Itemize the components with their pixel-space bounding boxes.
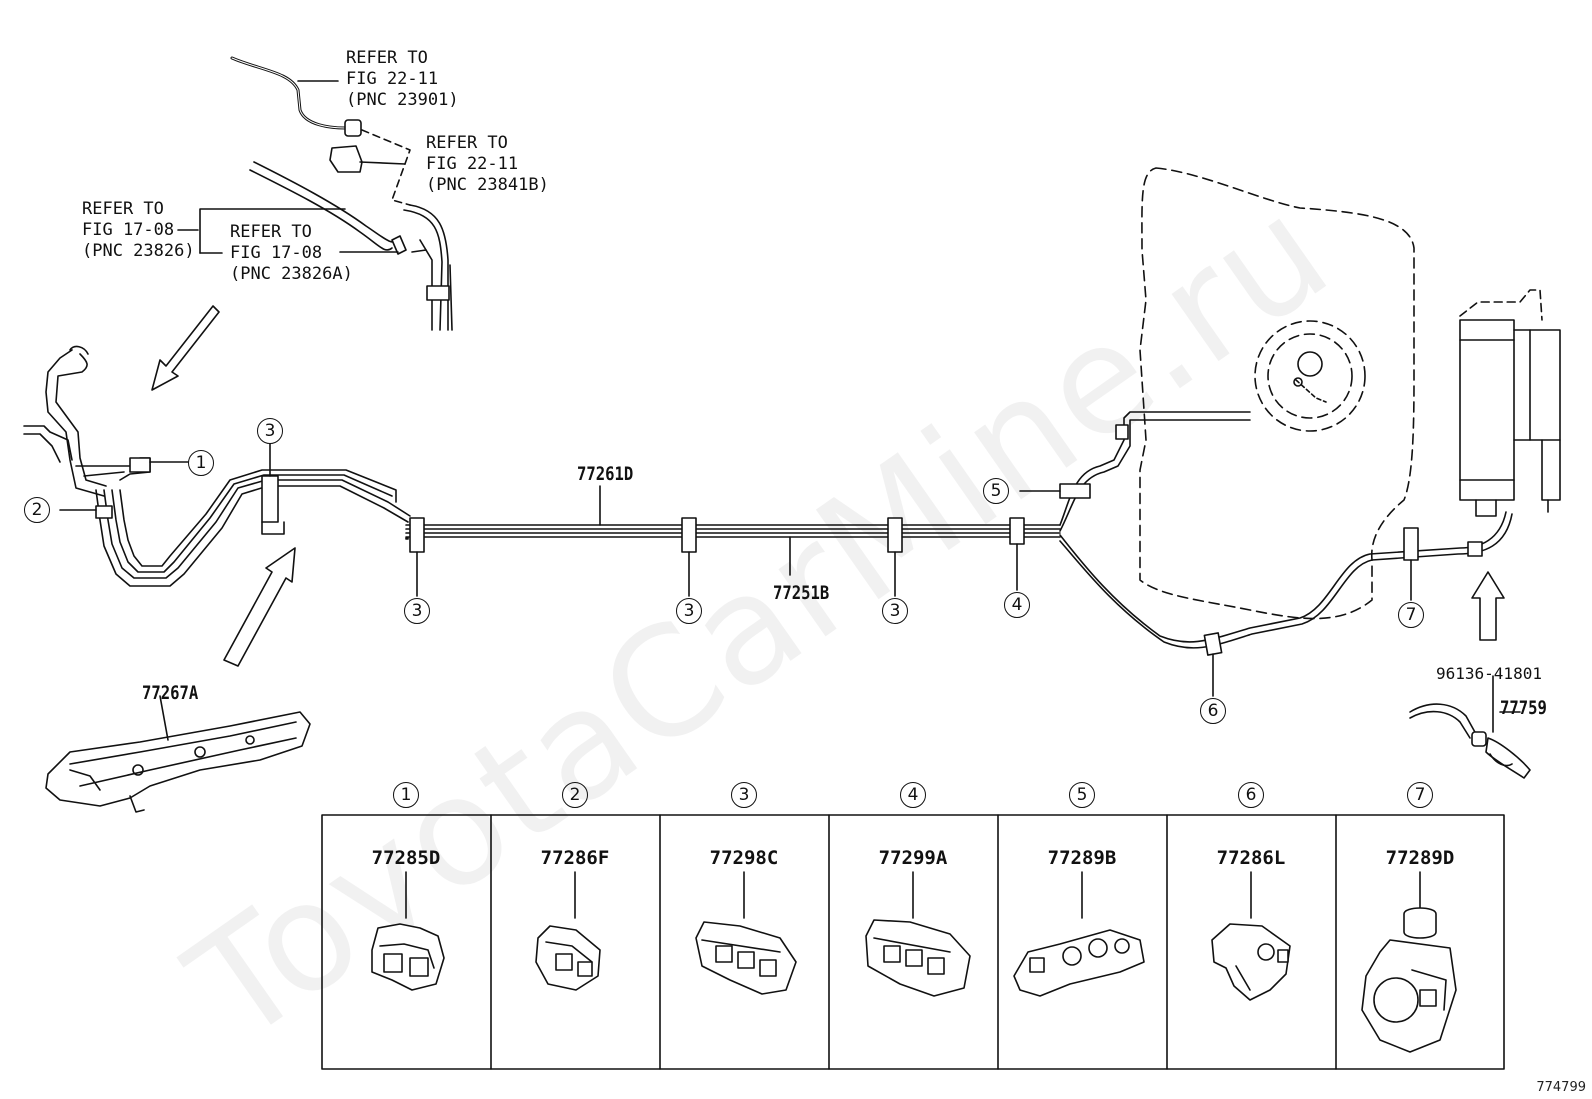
label-96136-41801: 96136-41801 — [1436, 664, 1542, 683]
canister — [1459, 289, 1561, 517]
table-part-77286L: 77286L — [1216, 847, 1286, 869]
label-77261D: 77261D — [577, 463, 634, 485]
label-77251B: 77251B — [773, 582, 830, 604]
table-part-77289D: 77289D — [1385, 847, 1455, 869]
table-key-4: 4 — [829, 782, 997, 808]
table-key-2: 2 — [491, 782, 659, 808]
callout-1: 1 — [188, 450, 214, 476]
fuel-tank — [1139, 167, 1415, 620]
callout-5: 5 — [983, 478, 1009, 504]
table-part-77299A: 77299A — [878, 847, 948, 869]
callout-3-b: 3 — [676, 598, 702, 624]
table-part-77298C: 77298C — [709, 847, 779, 869]
label-77267A: 77267A — [142, 682, 199, 704]
refer-note-23901: REFER TO FIG 22-11 (PNC 23901) — [346, 48, 459, 110]
left-lines — [23, 345, 411, 587]
upper-detail — [177, 56, 453, 331]
table-key-7: 7 — [1336, 782, 1504, 808]
table-key-5: 5 — [998, 782, 1166, 808]
protector-77267A — [45, 695, 311, 813]
hose-77759 — [1409, 675, 1531, 779]
table-part-77285D: 77285D — [371, 847, 441, 869]
table-part-77289B: 77289B — [1047, 847, 1117, 869]
table-key-3: 3 — [660, 782, 828, 808]
callout-3-left: 3 — [257, 418, 283, 444]
illustration-number: 774799 — [1536, 1080, 1586, 1095]
callout-7: 7 — [1398, 602, 1424, 628]
table-part-77286F: 77286F — [540, 847, 610, 869]
clips-table — [321, 814, 1505, 1070]
callout-3-c: 3 — [882, 598, 908, 624]
refer-note-23841B: REFER TO FIG 22-11 (PNC 23841B) — [426, 133, 549, 195]
table-key-1: 1 — [322, 782, 490, 808]
arrows — [151, 305, 1505, 667]
callout-2: 2 — [24, 497, 50, 523]
fuel-pump — [1293, 351, 1327, 403]
callout-3-a: 3 — [404, 598, 430, 624]
callout-4: 4 — [1004, 592, 1030, 618]
clip-icons — [371, 907, 1457, 1053]
main-lines — [405, 411, 1513, 697]
callout-6: 6 — [1200, 698, 1226, 724]
label-77759: 77759 — [1500, 697, 1547, 719]
refer-note-23826: REFER TO FIG 17-08 (PNC 23826) — [82, 199, 195, 261]
table-key-6: 6 — [1167, 782, 1335, 808]
refer-note-23826A: REFER TO FIG 17-08 (PNC 23826A) — [230, 222, 353, 284]
